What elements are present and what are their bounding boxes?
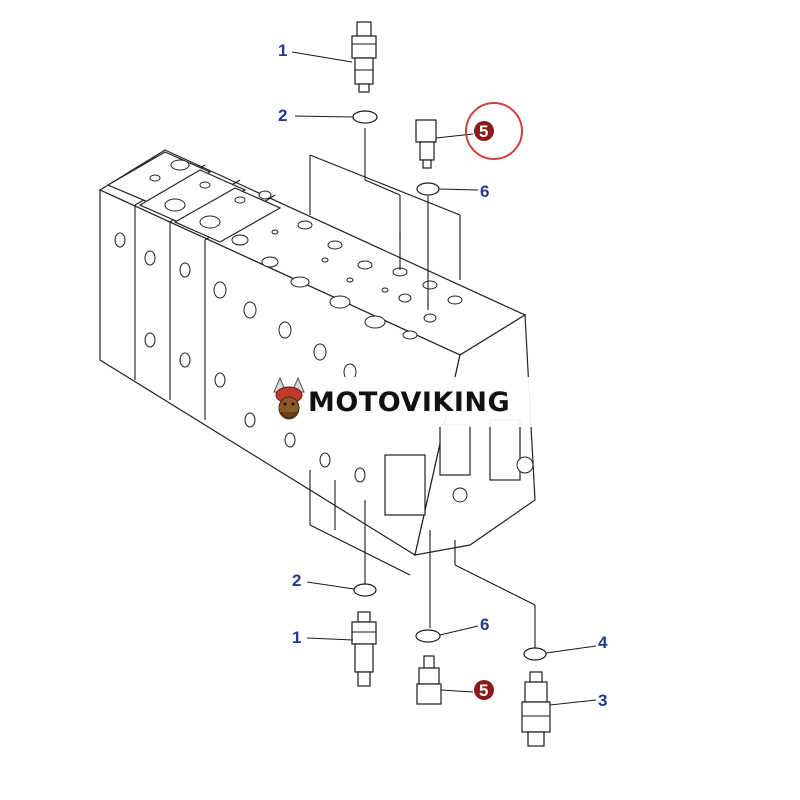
front-face-ports xyxy=(114,232,366,483)
watermark-brand: MOTOVIKING xyxy=(308,387,510,418)
motoviking-watermark: MOTOVIKING xyxy=(262,376,536,427)
o-ring-bottom xyxy=(353,583,377,597)
callout-6-top: 6 xyxy=(480,182,489,201)
callout-6-bottom: 6 xyxy=(480,615,489,634)
top-face-ports xyxy=(231,220,463,340)
callout-4-bottom: 4 xyxy=(598,633,608,652)
callout-1-bottom: 1 xyxy=(292,628,301,647)
control-valve-body xyxy=(98,149,536,556)
callout-2-bottom: 2 xyxy=(292,571,301,590)
relief-valve-3 xyxy=(521,671,551,747)
viking-head-icon xyxy=(273,376,305,420)
callout-5-top: 5 xyxy=(479,122,488,141)
highlight-ring xyxy=(465,102,523,160)
callout-1-top: 1 xyxy=(278,41,287,60)
relief-valve-top xyxy=(351,21,377,93)
callout-5-bottom: 5 xyxy=(479,681,488,700)
callout-5-bottom-highlight: 5 xyxy=(474,680,494,700)
o-ring-4 xyxy=(523,647,547,661)
relief-valve-bottom xyxy=(351,611,377,687)
plug-top xyxy=(415,119,437,169)
callout-2-top: 2 xyxy=(278,106,287,125)
o-ring-6-top xyxy=(416,182,440,196)
alignment-lines xyxy=(309,128,536,650)
plug-bottom xyxy=(416,655,442,705)
o-ring-top xyxy=(352,110,378,124)
callout-leaders xyxy=(291,51,597,706)
o-ring-6-bottom xyxy=(415,629,441,643)
callout-3-bottom: 3 xyxy=(598,691,607,710)
callout-5-top-highlight: 5 xyxy=(465,102,523,160)
